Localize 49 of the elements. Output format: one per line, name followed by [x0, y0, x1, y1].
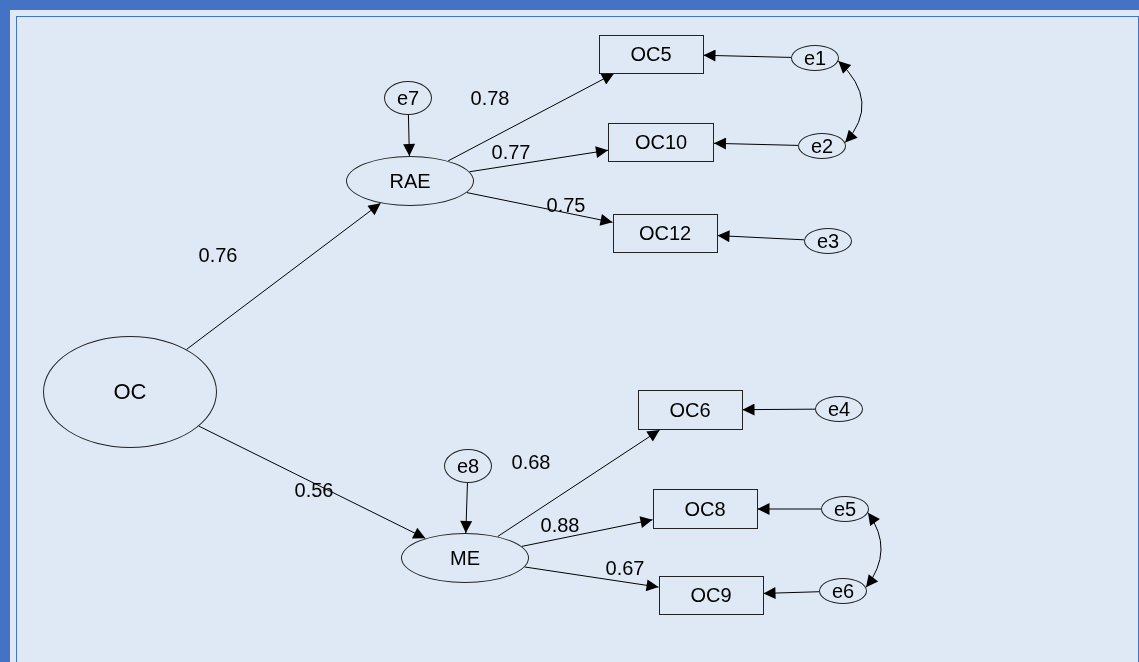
observed-variable-box — [598, 34, 704, 74]
variable-name: OC12 — [638, 223, 692, 243]
variable-name: OC6 — [669, 400, 711, 420]
path-arrow — [198, 425, 426, 539]
variable-name: e4 — [827, 399, 851, 419]
path-coefficient: 0.75 — [546, 195, 586, 215]
path-arrow — [186, 202, 382, 350]
path-arrow — [757, 503, 822, 515]
variable-name: OC8 — [684, 499, 726, 519]
path-arrow — [837, 60, 863, 144]
path-coefficient: 0.88 — [540, 515, 580, 535]
observed-variable-box — [637, 390, 743, 430]
path-coefficient: 0.56 — [294, 480, 334, 500]
path-arrow — [521, 516, 653, 547]
path-arrow — [865, 512, 882, 588]
variable-name: OC — [113, 381, 147, 403]
variable-name: OC5 — [630, 44, 672, 64]
path-arrow — [466, 192, 613, 226]
variable-name: OC9 — [690, 585, 732, 605]
variable-name: e2 — [810, 136, 834, 156]
variable-name: e7 — [396, 88, 420, 108]
path-arrow — [497, 429, 661, 537]
path-arrow — [460, 482, 473, 534]
path-coefficient: 0.67 — [605, 558, 645, 578]
variable-name: OC10 — [634, 132, 688, 152]
path-arrow — [403, 114, 416, 157]
variable-name: e3 — [816, 231, 840, 251]
observed-variable-box — [658, 575, 764, 615]
variable-name: e8 — [456, 456, 480, 476]
path-coefficient: 0.76 — [198, 245, 238, 265]
observed-variable-box — [608, 122, 714, 162]
variable-name: e6 — [831, 581, 855, 601]
path-arrow — [447, 73, 615, 162]
path-coefficient: 0.77 — [491, 142, 531, 162]
variable-name: e5 — [833, 499, 857, 519]
variable-name: e1 — [803, 48, 827, 68]
observed-variable-box — [652, 489, 758, 529]
path-coefficient: 0.78 — [470, 88, 510, 108]
path-arrow — [703, 49, 792, 62]
path-arrow — [717, 230, 805, 243]
variable-name: RAE — [389, 171, 431, 191]
observed-variable-box — [612, 213, 718, 253]
path-arrow — [524, 566, 659, 592]
path-arrow — [468, 146, 609, 173]
path-arrow — [742, 403, 816, 416]
path-coefficient: 0.68 — [511, 452, 551, 472]
path-arrow — [713, 137, 799, 150]
variable-name: ME — [450, 548, 480, 568]
path-arrow — [763, 587, 820, 600]
